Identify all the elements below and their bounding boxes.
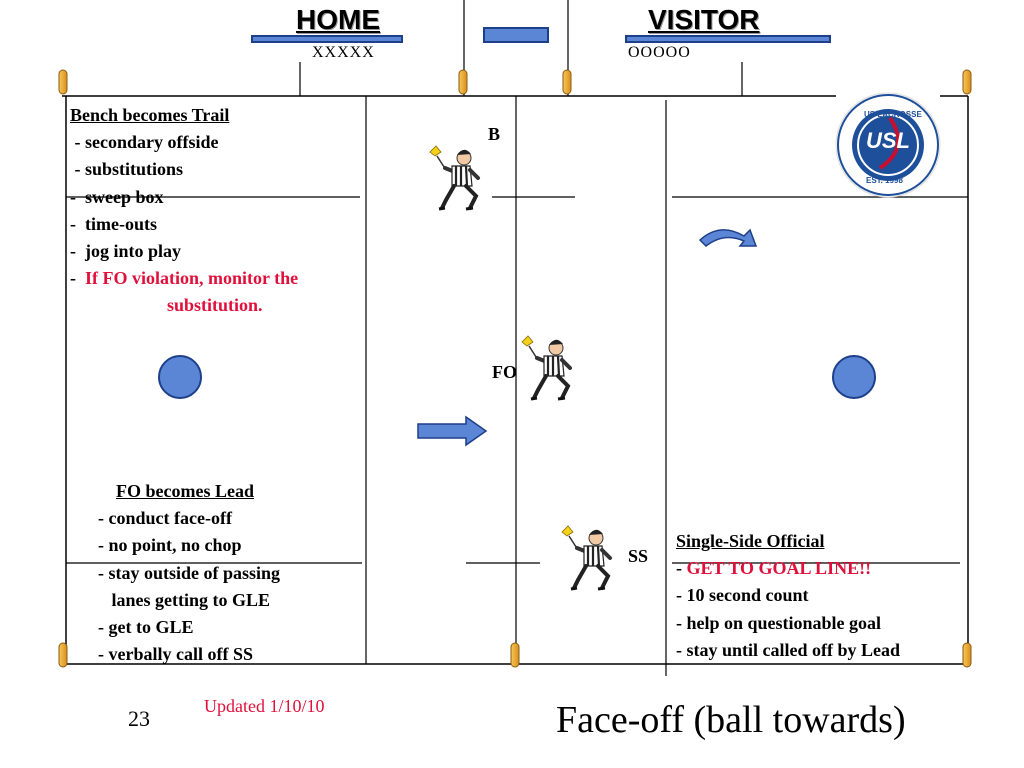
slide-number: 23 — [128, 706, 150, 731]
bench-line: - secondary offside — [70, 132, 219, 153]
left-goal — [158, 355, 202, 399]
updated-note: Updated 1/10/10 — [204, 696, 325, 716]
face-off-label: FO — [492, 362, 517, 382]
single-side-official — [560, 524, 612, 591]
fo-line: - get to GLE — [98, 617, 194, 638]
pylons — [58, 69, 972, 668]
center-bar — [483, 27, 549, 43]
home-bar — [251, 35, 403, 43]
ss-red-line: GET TO GOAL LINE!! — [686, 558, 872, 579]
fo-line: - no point, no chop — [98, 535, 242, 556]
logo-center-text: USL — [866, 128, 910, 153]
visitor-bar — [625, 35, 831, 43]
ss-block: Single-Side Official - GET TO GOAL LINE!… — [676, 528, 900, 664]
ss-line: - stay until called off by Lead — [676, 639, 901, 660]
bench-line: - jog into play — [70, 241, 182, 262]
bench-block-title: Bench becomes Trail — [70, 105, 230, 125]
single-side-label: SS — [628, 546, 649, 566]
home-sublabel: XXXXX — [312, 44, 375, 61]
ball-direction-arrow — [417, 415, 488, 447]
logo-top-text: US LACROSSE — [864, 110, 922, 119]
fo-line: - verbally call off SS — [98, 644, 253, 665]
ss-line: - 10 second count — [676, 585, 809, 606]
visitor-sublabel: OOOOO — [628, 44, 691, 61]
bench-red-line-2: substitution. — [167, 295, 263, 316]
home-label: HOME — [296, 4, 380, 35]
ss-line1-prefix: - — [676, 558, 687, 579]
right-goal — [832, 355, 876, 399]
fo-block: FO becomes Lead - conduct face-off - no … — [98, 478, 280, 668]
face-off-official — [520, 334, 572, 401]
fo-line: - stay outside of passing — [98, 562, 281, 583]
bench-red-prefix: - — [70, 268, 85, 289]
visitor-label: VISITOR — [648, 4, 760, 35]
trail-label: B — [488, 124, 501, 144]
bench-block: Bench becomes Trail - secondary offside … — [70, 102, 298, 320]
bench-line: - time-outs — [70, 213, 157, 234]
bench-line: - sweep box — [70, 186, 164, 207]
fo-block-title: FO becomes Lead — [116, 481, 254, 501]
ss-block-title: Single-Side Official — [676, 531, 825, 551]
curved-arrow — [698, 228, 758, 247]
bench-red-line: If FO violation, monitor the — [85, 268, 299, 289]
fo-line: lanes getting to GLE — [98, 589, 271, 610]
logo-bottom-text: EST. 1998 — [866, 176, 903, 185]
trail-official — [428, 144, 480, 211]
us-lacrosse-logo — [835, 92, 941, 198]
fo-line: - conduct face-off — [98, 508, 232, 529]
bench-line: - substitutions — [70, 159, 184, 180]
ss-line: - help on questionable goal — [676, 612, 882, 633]
slide-title: Face-off (ball towards) — [556, 699, 906, 741]
